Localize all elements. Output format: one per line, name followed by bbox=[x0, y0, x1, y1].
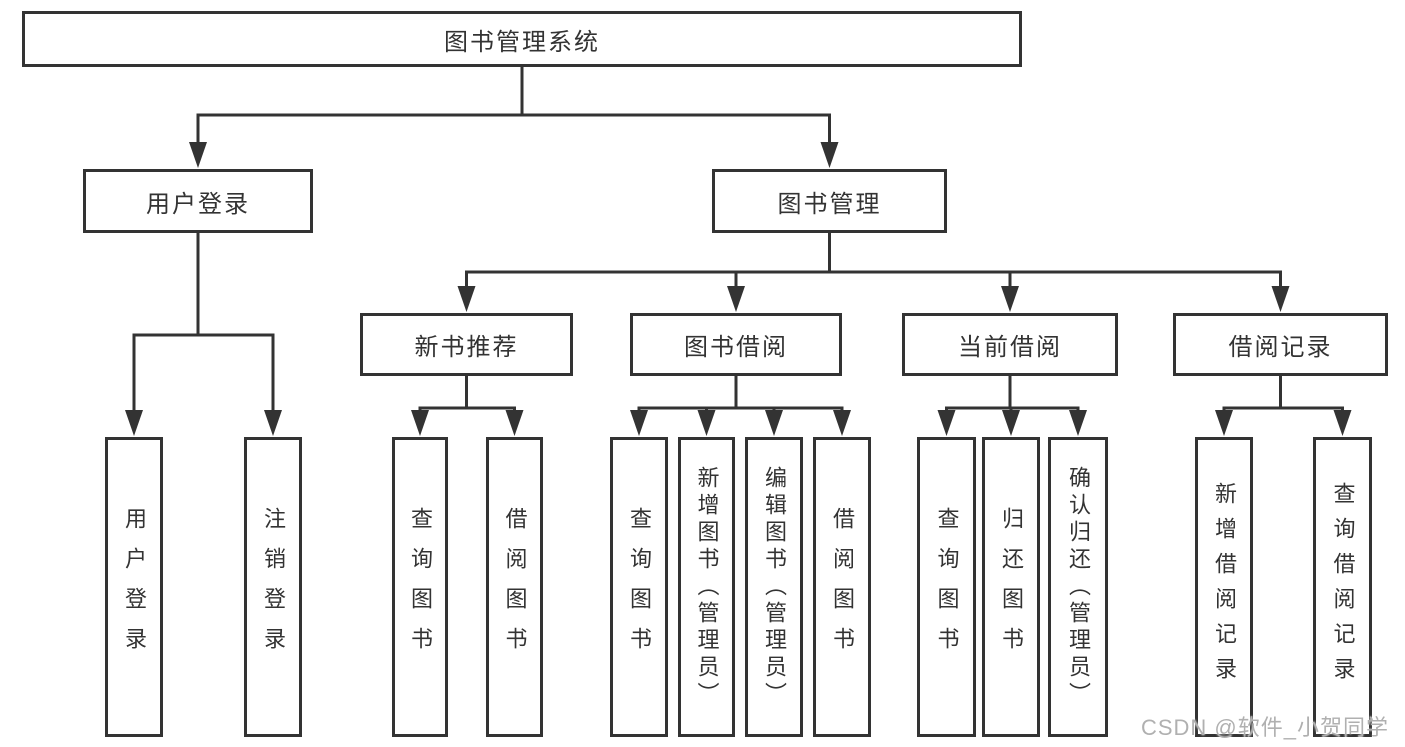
node-leaf-bb-query: 查询图书 bbox=[610, 437, 668, 737]
arrowhead-icon bbox=[937, 410, 956, 436]
node-label: 借阅记录 bbox=[1228, 334, 1333, 361]
node-root: 图书管理系统 bbox=[22, 11, 1022, 67]
node-label: 用户登录 bbox=[146, 190, 250, 218]
node-label: 图书借阅 bbox=[684, 334, 788, 361]
node-leaf-bb-borrow: 借阅图书 bbox=[813, 437, 871, 737]
node-book-mgmt: 图书管理 bbox=[712, 169, 947, 233]
node-label: 借阅图书 bbox=[502, 507, 528, 667]
node-user-login: 用户登录 bbox=[83, 169, 313, 233]
node-label: 查询图书 bbox=[408, 507, 433, 667]
arrowhead-icon bbox=[505, 410, 524, 436]
node-leaf-br-add: 新增借阅记录 bbox=[1195, 437, 1253, 737]
node-leaf-cb-query: 查询图书 bbox=[917, 437, 976, 737]
node-book-borrow: 图书借阅 bbox=[630, 313, 842, 376]
arrowhead-icon bbox=[264, 410, 282, 436]
node-new-book-rec: 新书推荐 bbox=[360, 313, 573, 376]
node-label: 新增图书（管理员） bbox=[694, 465, 720, 709]
arrowhead-icon bbox=[765, 410, 783, 436]
node-label: 归还图书 bbox=[999, 507, 1024, 667]
node-label: 查询借阅记录 bbox=[1330, 482, 1356, 692]
arrowhead-icon bbox=[125, 410, 143, 436]
node-current-borrow: 当前借阅 bbox=[902, 313, 1118, 376]
node-leaf-logout: 注销登录 bbox=[244, 437, 302, 737]
node-leaf-bb-edit: 编辑图书（管理员） bbox=[745, 437, 803, 737]
node-label: 新增借阅记录 bbox=[1212, 482, 1237, 692]
arrowhead-icon bbox=[697, 410, 716, 436]
arrowhead-icon bbox=[1002, 410, 1020, 436]
arrowhead-icon bbox=[727, 286, 745, 312]
node-label: 用户登录 bbox=[122, 507, 147, 667]
watermark: CSDN @软件_小贺同学 bbox=[1140, 715, 1389, 740]
arrowhead-icon bbox=[1215, 410, 1233, 436]
node-borrow-records: 借阅记录 bbox=[1173, 313, 1388, 376]
arrowhead-icon bbox=[1271, 286, 1290, 312]
node-label: 图书管理系统 bbox=[444, 28, 600, 56]
node-leaf-br-query: 查询借阅记录 bbox=[1313, 437, 1372, 737]
arrowhead-icon bbox=[1001, 286, 1019, 312]
arrowhead-icon bbox=[833, 410, 851, 436]
arrowhead-icon bbox=[189, 142, 207, 168]
node-leaf-cb-return: 归还图书 bbox=[982, 437, 1040, 737]
node-leaf-bb-add: 新增图书（管理员） bbox=[678, 437, 735, 737]
arrowhead-icon bbox=[457, 286, 476, 312]
arrowhead-icon bbox=[411, 410, 429, 436]
node-label: 查询图书 bbox=[627, 507, 652, 667]
arrowhead-icon bbox=[820, 142, 839, 168]
node-leaf-cb-confirm: 确认归还（管理员） bbox=[1048, 437, 1108, 737]
arrowhead-icon bbox=[1333, 410, 1352, 436]
node-label: 注销登录 bbox=[261, 507, 286, 667]
node-label: 新书推荐 bbox=[414, 334, 519, 361]
node-label: 借阅图书 bbox=[830, 507, 855, 667]
node-leaf-nbr-borrow: 借阅图书 bbox=[486, 437, 543, 737]
arrowhead-icon bbox=[1069, 410, 1087, 436]
node-leaf-login: 用户登录 bbox=[105, 437, 163, 737]
node-label: 确认归还（管理员） bbox=[1066, 465, 1091, 709]
node-label: 查询图书 bbox=[934, 507, 960, 667]
node-label: 图书管理 bbox=[777, 190, 882, 218]
arrowhead-icon bbox=[630, 410, 648, 436]
node-label: 编辑图书（管理员） bbox=[762, 465, 787, 709]
node-label: 当前借阅 bbox=[958, 334, 1062, 361]
node-leaf-nbr-query: 查询图书 bbox=[392, 437, 448, 737]
